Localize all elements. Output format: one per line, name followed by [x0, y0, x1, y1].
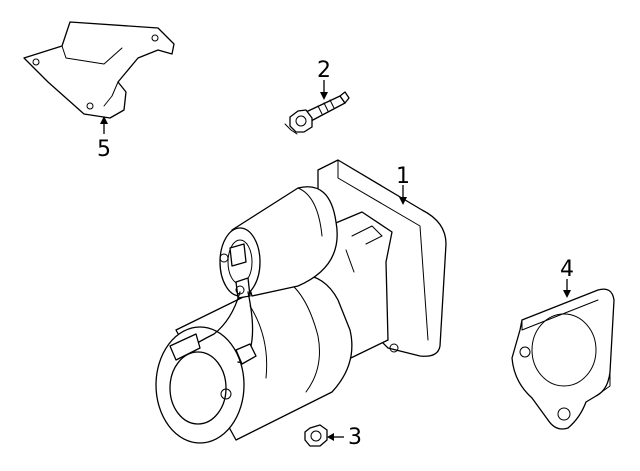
callout-4-arrowhead: [563, 290, 571, 298]
callout-3: 3: [327, 425, 362, 450]
callout-1-arrowhead: [399, 197, 407, 205]
callout-3-label: 3: [348, 425, 362, 450]
gasket-part: [511, 288, 615, 430]
callout-1: 1: [396, 164, 410, 205]
callout-2-label: 2: [317, 58, 331, 83]
nut-part: [304, 424, 328, 447]
callout-2: 2: [317, 58, 331, 100]
callout-4: 4: [560, 257, 574, 298]
starter-part: [155, 159, 447, 444]
callout-2-arrowhead: [320, 92, 328, 100]
callout-5-label: 5: [97, 137, 111, 162]
callout-3-arrowhead: [327, 433, 334, 441]
callout-1-label: 1: [396, 164, 410, 189]
callout-5-arrowhead: [100, 116, 108, 124]
callout-5: 5: [97, 116, 111, 162]
bracket-part: [23, 21, 175, 119]
callout-4-label: 4: [560, 257, 574, 282]
bolt-part: [284, 91, 350, 135]
